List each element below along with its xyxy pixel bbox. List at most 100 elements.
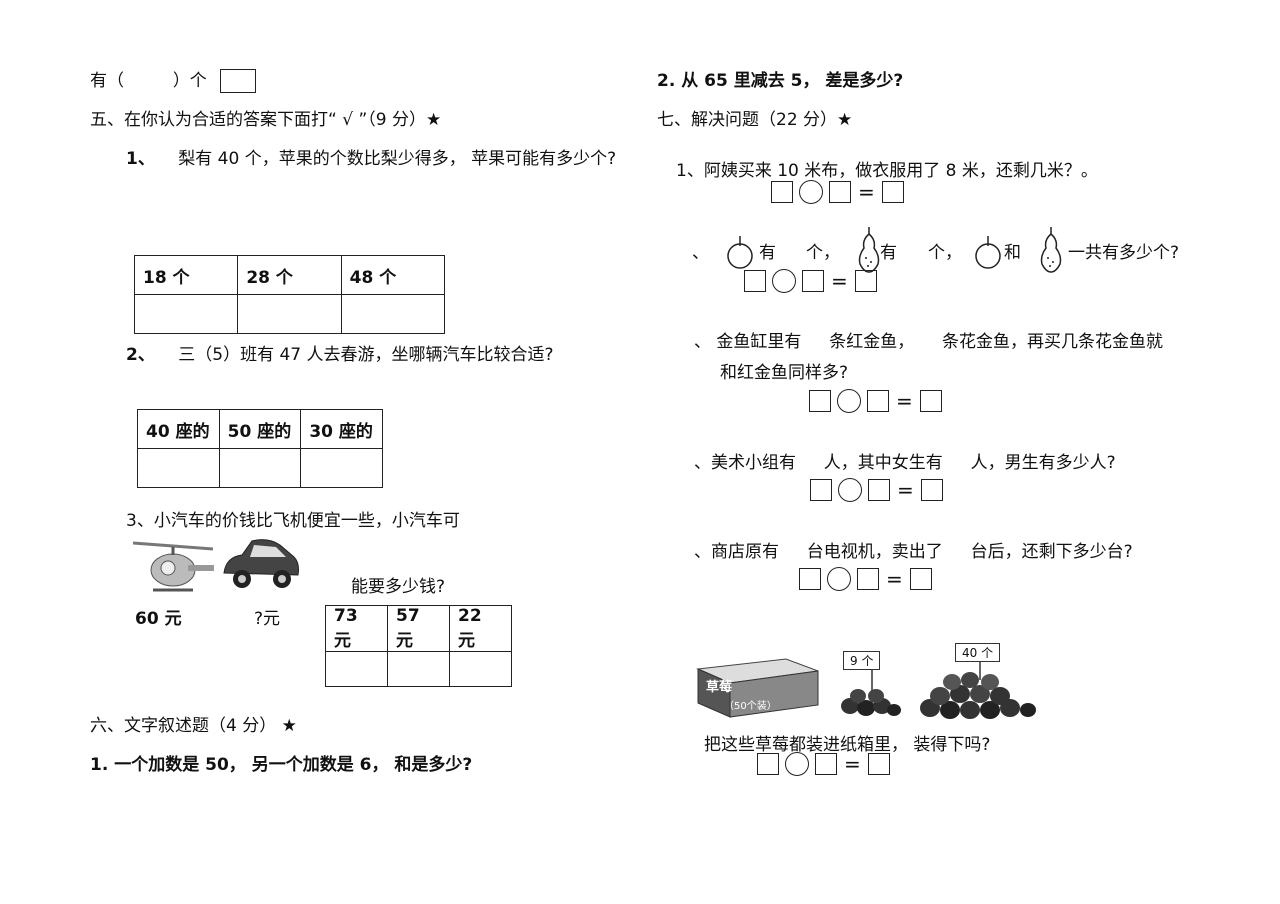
answer-box[interactable] bbox=[868, 479, 890, 501]
q2-check-1[interactable] bbox=[137, 448, 220, 488]
problem-2-c: 有 bbox=[880, 243, 897, 263]
problem-2-b: 个， bbox=[806, 243, 840, 263]
plane-price: 60 元 bbox=[135, 609, 182, 629]
q2-option-1: 40 座的 bbox=[137, 409, 220, 449]
answer-box[interactable] bbox=[771, 181, 793, 203]
q3-check-1[interactable] bbox=[325, 651, 388, 687]
strawberry-small-pile-icon bbox=[841, 670, 901, 716]
question-6-1: 1. 一个加数是 50， 另一个加数是 6， 和是多少? bbox=[90, 755, 473, 775]
answer-box[interactable] bbox=[867, 753, 890, 775]
problem-3-line2: 和红金鱼同样多? bbox=[720, 363, 849, 383]
q1-check-1[interactable] bbox=[133, 294, 239, 334]
top-line-prefix: 有（ bbox=[90, 71, 124, 91]
q3-option-3: 22 元 bbox=[449, 605, 512, 652]
answer-box[interactable] bbox=[810, 479, 832, 501]
problem-1: 1、阿姨买来 10 米布，做衣服用了 8 米，还剩几米？。 bbox=[676, 161, 1098, 181]
q1-check-2[interactable] bbox=[237, 294, 342, 334]
operator-circle[interactable] bbox=[785, 752, 809, 776]
question-number: 2、 bbox=[126, 345, 155, 365]
problem-4: 、美术小组有 人，其中女生有 人，男生有多少人? bbox=[694, 453, 1116, 473]
sign-40-text: 40 个 bbox=[962, 646, 994, 660]
q3-check-3[interactable] bbox=[449, 651, 512, 687]
answer-box[interactable] bbox=[744, 270, 766, 292]
question-5-3: 3、小汽车的价钱比飞机便宜一些，小汽车可 bbox=[126, 511, 460, 531]
problem-2-lead: 、 bbox=[692, 243, 709, 263]
q1-option-2: 28 个 bbox=[237, 255, 342, 295]
question-5-2: 2、 三（5）班有 47 人去春游，坐哪辆汽车比较合适? bbox=[126, 340, 554, 365]
car-icon bbox=[223, 539, 299, 588]
operator-circle[interactable] bbox=[799, 180, 823, 204]
q1-answer-table: 18 个 28 个 48 个 bbox=[133, 255, 446, 334]
problem-3-line1: 、 金鱼缸里有 条红金鱼， 条花金鱼，再买几条花金鱼就 bbox=[694, 332, 1164, 352]
q1-option-1: 18 个 bbox=[133, 255, 239, 295]
equation-row-5: = bbox=[799, 567, 932, 591]
question-text: 三（5）班有 47 人去春游，坐哪辆汽车比较合适? bbox=[178, 345, 554, 365]
answer-box[interactable] bbox=[854, 270, 877, 292]
q2-check-2[interactable] bbox=[218, 448, 302, 488]
operator-circle[interactable] bbox=[837, 389, 861, 413]
pear-icon bbox=[858, 227, 880, 273]
problem-2-e: 和 bbox=[1004, 243, 1021, 263]
answer-box[interactable] bbox=[881, 181, 904, 203]
answer-box[interactable] bbox=[909, 568, 932, 590]
pear-icon bbox=[1040, 227, 1062, 273]
answer-box[interactable] bbox=[867, 390, 889, 412]
q1-option-3: 48 个 bbox=[340, 255, 446, 295]
apple-icon bbox=[975, 236, 1001, 269]
helicopter-icon bbox=[132, 541, 214, 592]
question-text: 梨有 40 个，苹果的个数比梨少得多， 苹果可能有多少个? bbox=[178, 149, 617, 169]
operator-circle[interactable] bbox=[838, 478, 862, 502]
box-label: 草莓 bbox=[706, 680, 733, 695]
equals-sign: = bbox=[897, 478, 914, 502]
q1-check-3[interactable] bbox=[340, 294, 446, 334]
strawberry-large-pile-icon bbox=[920, 652, 1036, 719]
equals-sign: = bbox=[896, 389, 913, 413]
car-price: ?元 bbox=[254, 609, 281, 629]
answer-box[interactable] bbox=[809, 390, 831, 412]
q2-option-3: 30 座的 bbox=[300, 409, 383, 449]
equals-sign: = bbox=[886, 567, 903, 591]
problem-2-a: 有 bbox=[759, 243, 776, 263]
equals-sign: = bbox=[844, 752, 861, 776]
equation-row-4: = bbox=[810, 478, 943, 502]
answer-box[interactable] bbox=[857, 568, 879, 590]
answer-box[interactable] bbox=[815, 753, 837, 775]
answer-box[interactable] bbox=[757, 753, 779, 775]
continued-text: 能要多少钱? bbox=[351, 577, 446, 597]
equation-row-1: = bbox=[771, 180, 904, 204]
q2-check-3[interactable] bbox=[300, 448, 383, 488]
answer-box[interactable] bbox=[799, 568, 821, 590]
question-number: 1、 bbox=[126, 149, 155, 169]
q2-option-2: 50 座的 bbox=[218, 409, 302, 449]
answer-box[interactable] bbox=[920, 479, 943, 501]
q3-check-2[interactable] bbox=[387, 651, 450, 687]
equation-row-2: = bbox=[744, 269, 877, 293]
problem-5: 、商店原有 台电视机，卖出了 台后，还剩下多少台? bbox=[694, 542, 1133, 562]
top-line: 有（ ）个 bbox=[90, 66, 257, 93]
strawberry-box-icon bbox=[696, 658, 819, 718]
sign-40: 40 个 bbox=[955, 643, 1001, 662]
sign-9-text: 9 个 bbox=[850, 654, 874, 668]
answer-box[interactable] bbox=[802, 270, 824, 292]
equation-row-6: = bbox=[757, 752, 890, 776]
operator-circle[interactable] bbox=[772, 269, 796, 293]
answer-box[interactable] bbox=[220, 69, 257, 93]
section-6-title: 六、文字叙述题（4 分） ★ bbox=[90, 716, 297, 736]
problem-2-d: 个， bbox=[928, 243, 962, 263]
equation-row-3: = bbox=[809, 389, 942, 413]
q3-answer-table: 73 元 57 元 22 元 bbox=[325, 605, 512, 687]
q3-option-2: 57 元 bbox=[387, 605, 450, 652]
equals-sign: = bbox=[858, 180, 875, 204]
question-5-1: 1、 梨有 40 个，苹果的个数比梨少得多， 苹果可能有多少个? bbox=[126, 144, 616, 169]
sign-9: 9 个 bbox=[843, 651, 881, 670]
q3-option-1: 73 元 bbox=[325, 605, 388, 652]
equals-sign: = bbox=[831, 269, 848, 293]
problem-6: 把这些草莓都装进纸箱里， 装得下吗? bbox=[704, 735, 991, 755]
section-7-title: 七、解决问题（22 分）★ bbox=[657, 110, 853, 130]
operator-circle[interactable] bbox=[827, 567, 851, 591]
box-sublabel: （50个装） bbox=[724, 701, 777, 712]
section-5-title: 五、在你认为合适的答案下面打“ √ ”（9 分）★ bbox=[90, 110, 442, 130]
answer-box[interactable] bbox=[919, 390, 942, 412]
question-6-2: 2. 从 65 里减去 5， 差是多少? bbox=[657, 71, 904, 91]
answer-box[interactable] bbox=[829, 181, 851, 203]
